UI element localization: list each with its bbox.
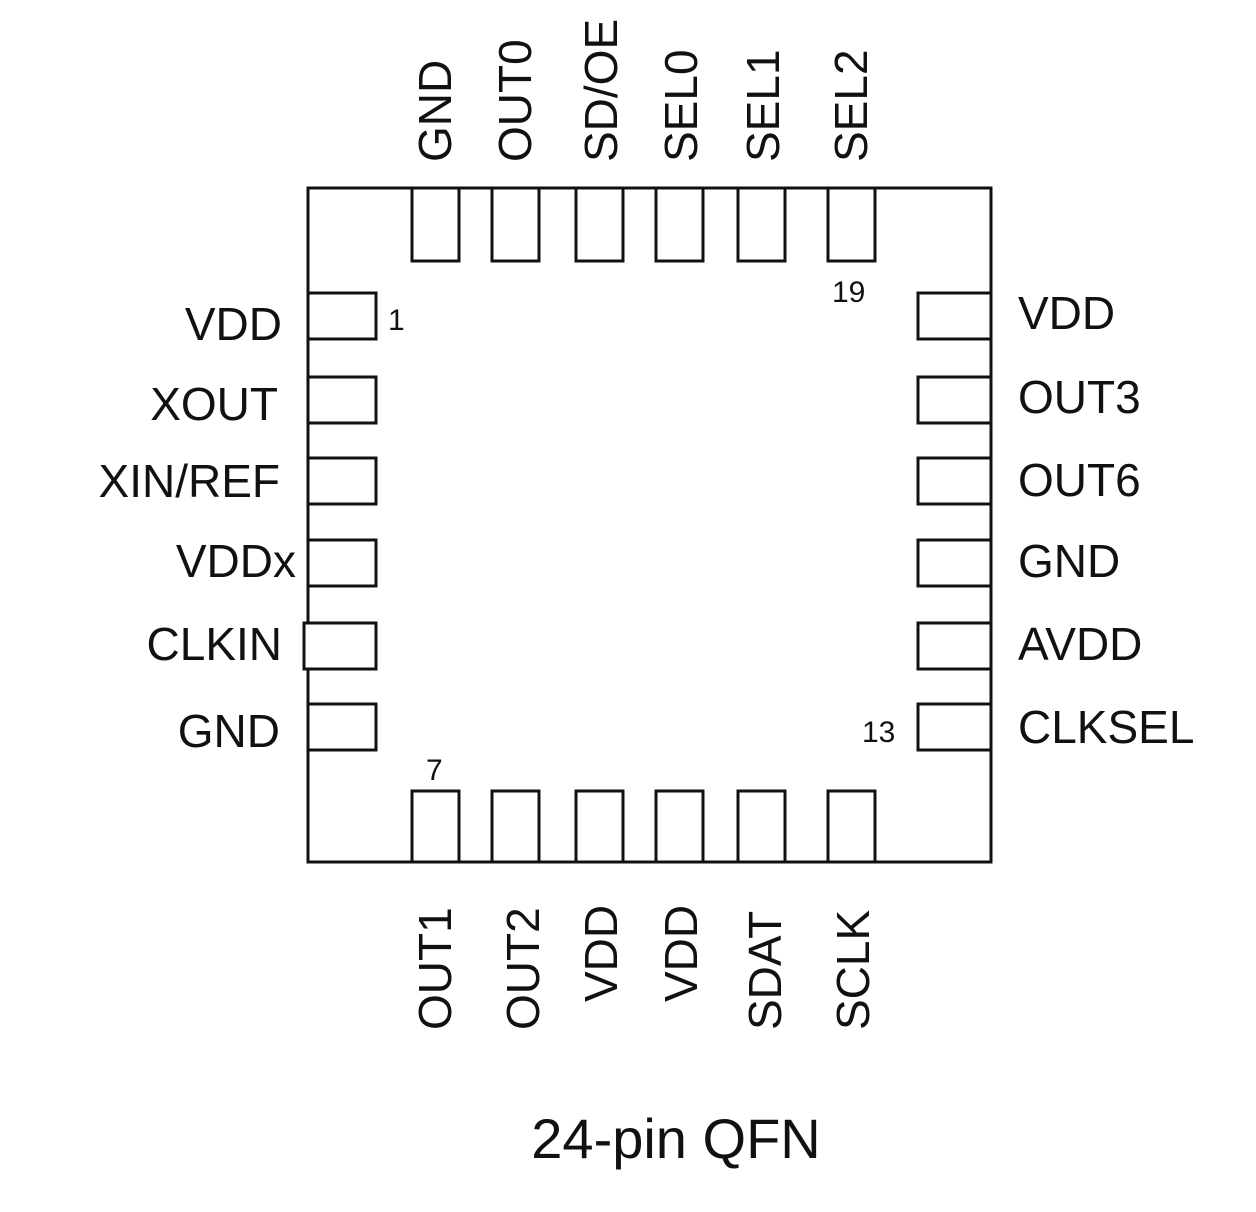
pin-pad-right-4 <box>916 538 993 588</box>
pin-number-1: 1 <box>388 304 405 337</box>
pin-label-top-6: SEL2 <box>825 49 877 162</box>
pin-label-left-4: VDDx <box>176 535 296 587</box>
pin-numbers: 1 7 13 19 <box>388 276 895 787</box>
pin-label-top-4: SEL0 <box>655 49 707 162</box>
pin-pad-left-1 <box>306 291 378 341</box>
pin-pad-right-6 <box>916 702 993 752</box>
pin-label-bottom-2: OUT2 <box>497 907 549 1030</box>
pin-label-bottom-6: SCLK <box>827 910 879 1030</box>
pin-label-left-1: VDD <box>185 298 282 350</box>
package-caption: 24-pin QFN <box>531 1107 820 1170</box>
right-pins: VDD OUT3 OUT6 GND AVDD CLKSEL <box>916 287 1194 753</box>
pin-pad-left-6 <box>306 702 378 752</box>
top-pins: GND OUT0 SD/OE SEL0 SEL1 SEL2 <box>409 19 877 263</box>
pin-pad-bottom-1 <box>410 789 461 864</box>
pin-label-top-1: GND <box>409 60 461 162</box>
pin-label-left-3: XIN/REF <box>99 455 280 507</box>
pin-pad-right-1 <box>916 291 993 341</box>
pin-label-bottom-3: VDD <box>575 905 627 1002</box>
pin-pad-right-3 <box>916 456 993 506</box>
pin-pad-left-3 <box>306 456 378 506</box>
left-pins: VDD XOUT XIN/REF VDDx CLKIN GND <box>99 291 378 757</box>
pin-number-13: 13 <box>862 716 895 749</box>
pin-pad-bottom-5 <box>736 789 787 864</box>
pin-label-bottom-4: VDD <box>655 905 707 1002</box>
pin-pad-bottom-2 <box>490 789 541 864</box>
pin-label-right-2: OUT3 <box>1018 371 1141 423</box>
pin-pad-top-5 <box>736 186 787 263</box>
pin-label-left-5: CLKIN <box>147 618 282 670</box>
pin-pad-top-1 <box>410 186 461 263</box>
pin-pad-left-2 <box>306 375 378 425</box>
pin-pad-bottom-3 <box>574 789 625 864</box>
bottom-pins: OUT1 OUT2 VDD VDD SDAT SCLK <box>409 789 879 1030</box>
pin-label-right-3: OUT6 <box>1018 454 1141 506</box>
pin-pad-left-5 <box>302 621 378 671</box>
pin-pad-top-2 <box>490 186 541 263</box>
pin-label-top-5: SEL1 <box>737 49 789 162</box>
pin-pad-right-5 <box>916 621 993 671</box>
pin-pad-bottom-4 <box>654 789 705 864</box>
pin-label-right-6: CLKSEL <box>1018 701 1194 753</box>
pin-number-7: 7 <box>426 754 443 787</box>
pin-pad-left-4 <box>306 538 378 588</box>
pin-label-right-1: VDD <box>1018 287 1115 339</box>
pin-label-right-5: AVDD <box>1018 618 1142 670</box>
pin-label-left-6: GND <box>178 705 280 757</box>
pin-label-left-2: XOUT <box>150 378 278 430</box>
package-body <box>306 186 993 864</box>
pin-pad-bottom-6 <box>826 789 877 864</box>
pin-pad-top-3 <box>574 186 625 263</box>
pin-label-bottom-5: SDAT <box>739 911 791 1030</box>
pin-label-top-2: OUT0 <box>489 39 541 162</box>
pin-number-19: 19 <box>832 276 865 309</box>
pin-label-bottom-1: OUT1 <box>409 907 461 1030</box>
pin-pad-top-6 <box>826 186 877 263</box>
pin-pad-right-2 <box>916 375 993 425</box>
pin-pad-top-4 <box>654 186 705 263</box>
pin-label-top-3: SD/OE <box>575 19 627 162</box>
pin-label-right-4: GND <box>1018 535 1120 587</box>
